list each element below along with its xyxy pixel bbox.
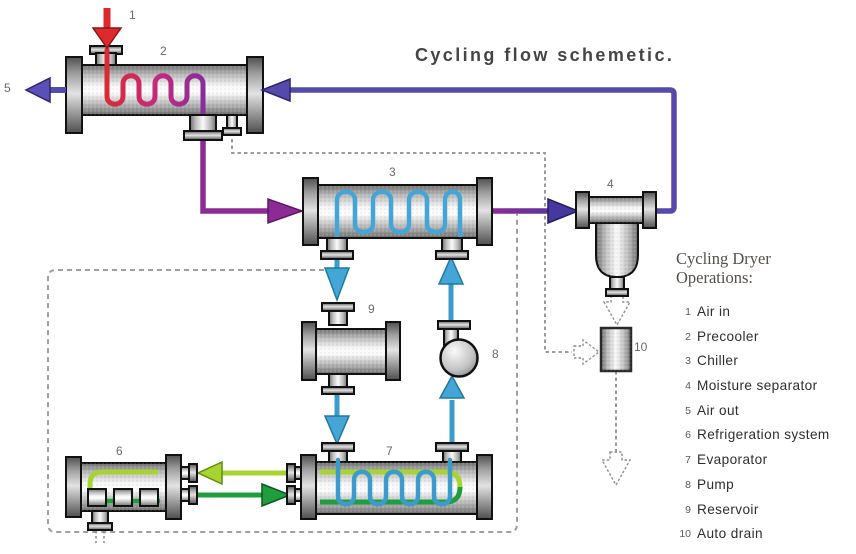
legend-heading-line2: Operations: [676,268,753,287]
coolant-arrow-into-pump [438,374,466,399]
legend: Cycling Dryer Operations: 1 Air in 2 Pre… [676,249,852,551]
refrigeration-unit [65,454,198,531]
legend-items: 1 Air in 2 Precooler 3 Chiller 4 Moistur… [676,304,852,551]
legend-item-label: Precooler [697,328,759,344]
legend-item-air-in: 1 Air in [676,304,852,329]
refrigeration-unit-coil-light [87,469,158,492]
refrigerant-arrow-light [196,460,223,486]
refrigerant-arrow-dark [261,482,293,508]
precooler-coil [104,47,206,141]
legend-heading-line1: Cycling Dryer [676,249,771,268]
marker-precooler: 2 [160,44,167,58]
marker-auto-drain: 10 [634,340,648,354]
legend-item-label: Pump [697,476,735,492]
marker-refrigeration: 6 [116,444,123,458]
legend-item-label: Moisture separator [697,378,818,394]
coolant-arrow-into-reservoir [323,267,351,303]
legend-item-number: 9 [685,503,691,516]
legend-item-evaporator: 7 Evaporator [676,452,852,477]
reservoir-vessel [301,302,401,395]
legend-item-number: 7 [685,454,691,467]
legend-item-number: 2 [685,330,691,343]
legend-item-air-out: 5 Air out [676,403,852,428]
return-line [290,87,677,214]
moisture-separator-vessel [575,191,657,297]
evaporator-refrigerant-light [320,469,463,488]
legend-item-number: 10 [679,528,691,541]
legend-item-precooler: 2 Precooler [676,329,852,354]
legend-item-label: Air in [697,304,731,319]
marker-air-in: 1 [129,8,136,22]
chiller-vessel [302,177,493,260]
condensate-arrow-into-drain [573,338,601,366]
marker-reservoir: 9 [368,302,375,316]
coolant-arrow-into-evaporator [323,415,351,446]
condensate-arrow-outlet [600,451,632,487]
air-out-arrow [24,76,66,104]
legend-item-pump: 8 Pump [676,477,852,502]
legend-item-label: Evaporator [697,452,768,468]
marker-chiller: 3 [389,165,396,179]
legend-item-moisture-separator: 4 Moisture separator [676,378,852,403]
evaporator-coil [335,457,453,507]
legend-heading: Cycling Dryer Operations: [676,249,852,287]
precooler-vessel [65,45,264,141]
marker-evaporator: 7 [386,444,393,458]
legend-item-label: Reservoir [697,501,759,517]
legend-item-number: 4 [685,380,691,393]
legend-item-label: Air out [697,402,740,418]
legend-item-refrigeration-system: 6 Refrigeration system [676,427,852,452]
air-in-arrow [91,8,123,50]
evaporator-vessel [286,442,493,520]
legend-item-reservoir: 9 Reservoir [676,502,852,527]
marker-air-out: 5 [4,81,11,95]
flow-line-precooler-to-chiller [200,138,270,214]
diagram-title: Cycling flow schemetic. [415,45,675,65]
legend-item-label: Refrigeration system [697,427,830,443]
auto-drain-unit [599,326,633,373]
legend-item-label: Chiller [697,353,739,369]
chiller-coil [334,189,463,241]
legend-item-number: 8 [685,478,691,491]
marker-pump: 8 [492,347,499,361]
legend-item-label: Auto drain [697,526,763,542]
refrigeration-unit-drain-dashes [95,531,105,543]
drain-dashed-line [231,139,572,353]
legend-item-number: 5 [685,404,691,417]
coolant-arrow-into-chiller [437,255,465,285]
condensate-arrow-separator-to-drain [602,294,632,327]
legend-item-number: 3 [685,355,691,368]
marker-moisture-separator: 4 [607,177,614,191]
legend-item-auto-drain: 10 Auto drain [676,526,852,551]
return-arrow-into-precooler [259,77,291,103]
legend-item-number: 1 [685,306,691,318]
pump-unit [437,320,479,378]
legend-item-number: 6 [685,429,691,442]
coolant-circuit [323,255,466,446]
refrigeration-boundary-dashed-box [47,214,518,533]
flow-arrow-into-chiller [267,197,305,225]
flow-arrow-into-separator [547,197,581,225]
legend-item-chiller: 3 Chiller [676,353,852,378]
